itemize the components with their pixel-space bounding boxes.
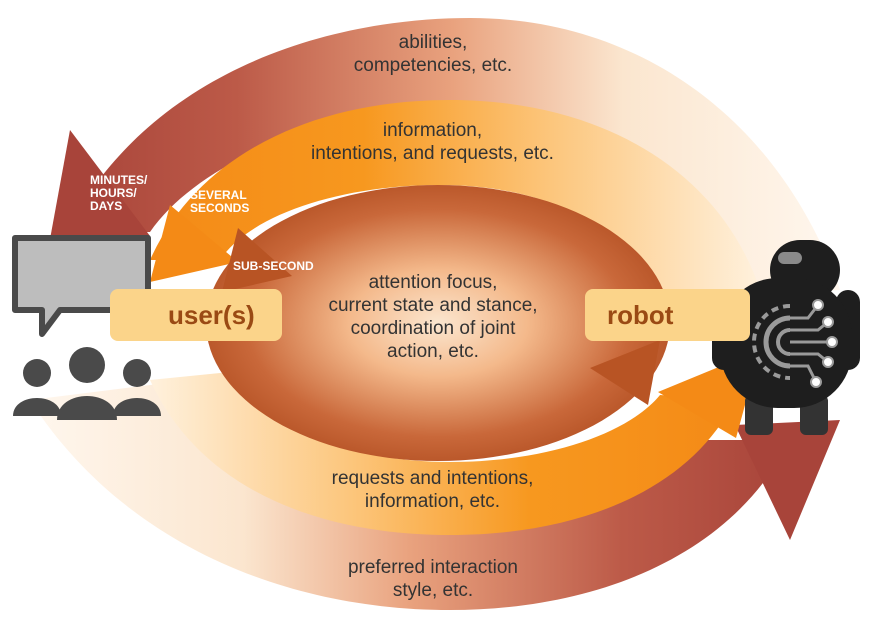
inner-loop-center-text: attention focus, current state and stanc… — [298, 271, 568, 363]
outer-loop-bottom-text: preferred interaction style, etc. — [318, 556, 548, 602]
inner-timescale-line-1: SUB-SECOND — [233, 259, 314, 273]
middle-top-line-2: intentions, and requests, etc. — [311, 143, 554, 164]
outer-loop-top-text: abilities, competencies, etc. — [318, 31, 548, 77]
middle-loop-top-arc — [150, 100, 760, 300]
inner-line-3: coordination of joint — [350, 318, 516, 339]
middle-timescale-line-1: SEVERAL — [190, 188, 247, 202]
inner-line-4: action, etc. — [387, 341, 479, 362]
outer-timescale-line-3: DAYS — [90, 199, 123, 213]
middle-loop-timescale: SEVERAL SECONDS — [190, 189, 249, 215]
middle-bottom-line-2: information, etc. — [364, 491, 501, 512]
middle-bottom-line-1: requests and intentions, — [331, 468, 534, 489]
inner-loop-arrowhead-left — [222, 228, 292, 292]
inner-loop-arrowhead-right — [590, 340, 660, 405]
robot-brain-circuit-icon — [712, 240, 860, 435]
inner-line-2: current state and stance, — [328, 295, 538, 316]
middle-loop — [150, 100, 760, 535]
outer-top-line-1: abilities, — [398, 32, 468, 53]
inner-line-1: attention focus, — [368, 272, 498, 293]
robot-label: robot — [585, 289, 750, 341]
user-label: user(s) — [110, 289, 282, 341]
middle-loop-bottom-arc — [150, 372, 735, 535]
outer-timescale-line-2: HOURS/ — [90, 186, 137, 200]
user-label-text: user(s) — [168, 299, 255, 330]
middle-timescale-line-2: SECONDS — [190, 201, 250, 215]
outer-loop-arrowhead-right — [735, 420, 840, 540]
outer-loop-timescale: MINUTES/ HOURS/ DAYS — [90, 174, 147, 213]
outer-loop-arrowhead-left — [48, 130, 150, 250]
outer-top-line-2: competencies, etc. — [353, 55, 513, 76]
middle-loop-bottom-text: requests and intentions, information, et… — [290, 467, 575, 513]
robot-label-text: robot — [607, 299, 674, 330]
middle-loop-arrowhead-left — [150, 205, 238, 282]
middle-top-line-1: information, — [382, 120, 483, 141]
inner-loop-ellipse — [206, 185, 670, 461]
middle-loop-top-text: information, intentions, and requests, e… — [270, 119, 595, 165]
inner-loop — [206, 185, 670, 461]
outer-loop-top-arc — [66, 18, 840, 300]
outer-timescale-line-1: MINUTES/ — [90, 173, 148, 187]
outer-bottom-line-1: preferred interaction — [347, 557, 519, 578]
inner-loop-timescale: SUB-SECOND — [233, 260, 314, 273]
outer-bottom-line-2: style, etc. — [392, 580, 474, 601]
